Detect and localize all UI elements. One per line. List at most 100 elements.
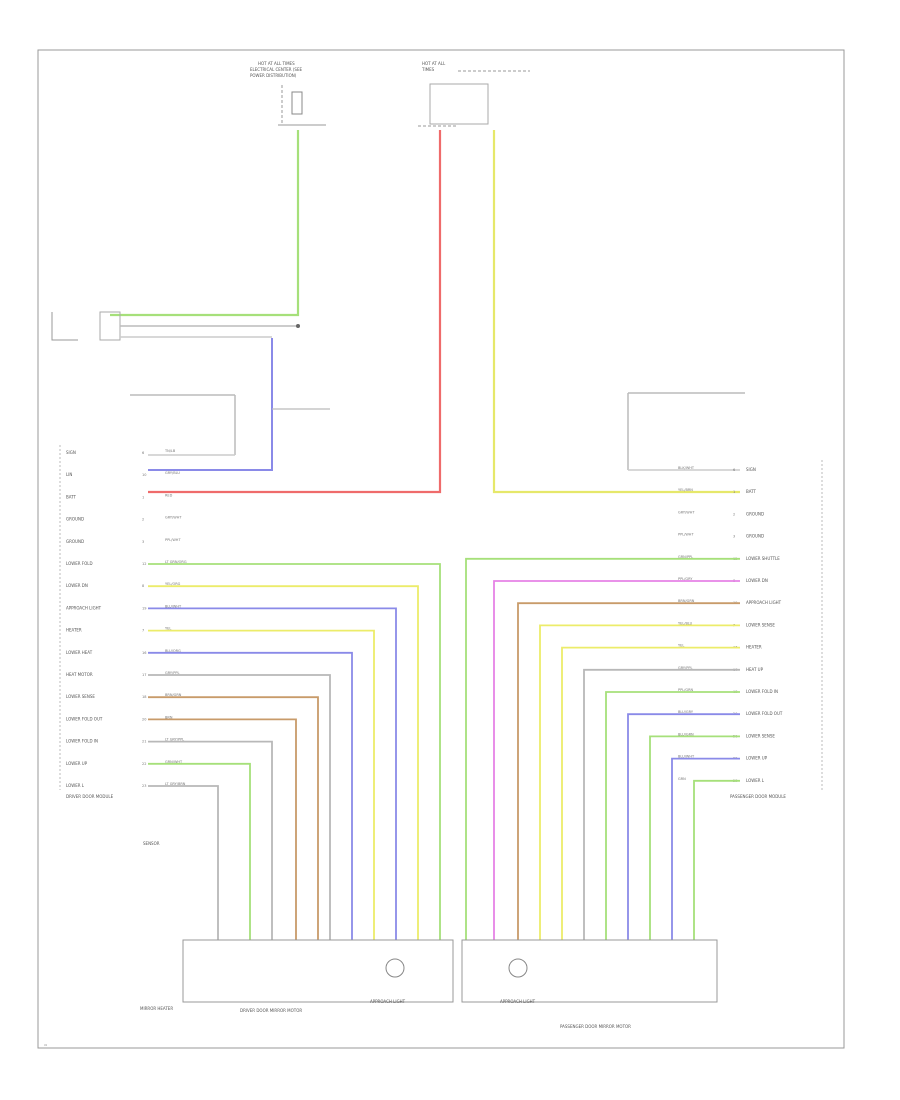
passenger-wire-code: BLU/WHT	[678, 755, 695, 759]
page-marker: ▭	[44, 1043, 47, 1047]
driver-wire-code: YEL	[165, 627, 171, 631]
driver-wire	[148, 785, 219, 940]
passenger-approach-label: APPROACH LIGHT	[500, 999, 536, 1004]
passenger-wire-code: GRY/WHT	[678, 510, 695, 514]
passenger-wire-code: GRY/PPL	[678, 666, 692, 670]
passenger-wire-code: YEL/BLU	[678, 621, 693, 625]
passenger-pin-label: LOWER L	[746, 778, 765, 783]
driver-wire-code: PPL/WHT	[165, 538, 181, 542]
passenger-module-pins: SIGN6BLK/WHTBATT1YEL/BRNGROUND2GRY/WHTGR…	[678, 466, 783, 783]
passenger-pin-label: LOWER DN	[746, 578, 768, 583]
right-switch-area	[627, 392, 745, 471]
passenger-wire-code: GRN/PPL	[678, 555, 693, 559]
passenger-wire	[583, 668, 740, 940]
driver-pin-label: HEAT MOTOR	[66, 672, 93, 677]
driver-pin-label: HEATER	[66, 628, 82, 633]
passenger-wire-code: BLU/GRY	[678, 710, 694, 714]
driver-pin-num: 6	[142, 451, 144, 455]
passenger-pin-num: 1	[733, 490, 735, 494]
passenger-pin-label: APPROACH LIGHT	[746, 600, 782, 605]
driver-pin-num: 7	[142, 629, 144, 633]
driver-pin-label: LOWER UP	[66, 761, 88, 766]
driver-pin-label: APPROACH LIGHT	[66, 605, 102, 610]
driver-pin-8: HEATER 7 YEL	[66, 627, 171, 633]
driver-wire	[148, 629, 375, 940]
driver-pin-label: LOWER FOLD OUT	[66, 716, 103, 721]
fuse-block-mid: HOT AT ALL TIMES	[418, 61, 530, 127]
passenger-pin-label: LOWER FOLD IN	[746, 689, 778, 694]
passenger-pin-label: HEAT UP	[746, 667, 764, 672]
driver-wire	[148, 740, 273, 940]
driver-pin-0: SIGN 6 TN/LB	[66, 449, 176, 455]
passenger-mirror-motor: PASSENGER DOOR MIRROR MOTOR APPROACH LIG…	[461, 939, 718, 1029]
driver-pin-num: 17	[142, 673, 146, 677]
diagram-frame	[37, 49, 845, 1049]
passenger-pin-label: HEATER	[746, 645, 762, 650]
header-line-1: HOT AT ALL TIMES	[258, 61, 295, 66]
passenger-wire-code: PPL/WHT	[678, 533, 694, 537]
supply-wires	[110, 130, 740, 494]
driver-wire-code: BLU/WHT	[165, 604, 182, 608]
driver-wire-code: TN/LB	[164, 449, 176, 453]
passenger-pin-label: GROUND	[746, 534, 764, 539]
passenger-pin-label: LOWER FOLD OUT	[746, 711, 783, 716]
driver-pin-label: GROUND	[66, 517, 84, 522]
driver-pin-num: 18	[142, 695, 146, 699]
driver-motor-label: DRIVER DOOR MIRROR MOTOR	[240, 1008, 302, 1013]
passenger-wire	[627, 713, 740, 940]
passenger-wire	[539, 624, 740, 940]
driver-pin-label: LOWER SENSE	[66, 694, 95, 699]
passenger-pin-label: LOWER SHUTTLE	[746, 556, 780, 561]
driver-pin-num: 21	[142, 740, 146, 744]
sensor-label: SENSOR	[143, 841, 160, 846]
passenger-pin-num: 3	[733, 535, 735, 539]
passenger-wire-code: PPL/GRN	[678, 688, 693, 692]
passenger-motor-label: PASSENGER DOOR MIRROR MOTOR	[560, 1024, 631, 1029]
driver-pin-label: BATT	[66, 494, 77, 499]
driver-pin-num: 20	[142, 717, 146, 721]
driver-wire-code: YEL/ORG	[165, 582, 181, 586]
driver-pin-label: LOWER FOLD IN	[66, 739, 98, 744]
driver-pin-label: LOWER FOLD	[66, 561, 93, 566]
passenger-wire	[605, 691, 740, 940]
driver-wire-code: GRY/WHT	[165, 516, 182, 520]
header-line-3: POWER DISTRIBUTION)	[250, 73, 297, 78]
header-line-2: ELECTRICAL CENTER (SEE	[250, 67, 302, 72]
passenger-wire	[693, 779, 740, 940]
driver-pin-2: BATT 1 RED	[66, 493, 173, 499]
passenger-wire	[493, 580, 740, 940]
driver-pin-label: LOWER DN	[66, 583, 88, 588]
driver-pin-num: 22	[142, 762, 146, 766]
driver-pin-label: LIN	[66, 472, 72, 477]
passenger-wire-code: BRN/GRN	[678, 599, 695, 603]
driver-wire-code: GRN/WHT	[165, 760, 183, 764]
driver-wire-code: RED	[165, 493, 173, 497]
passenger-wire	[465, 557, 740, 940]
driver-pin-num: 1	[142, 495, 144, 499]
fuse-block-left: HOT AT ALL TIMES ELECTRICAL CENTER (SEE …	[250, 61, 326, 126]
driver-module-title: DRIVER DOOR MODULE	[66, 794, 114, 799]
passenger-module-title: PASSENGER DOOR MODULE	[730, 794, 786, 799]
driver-pin-num: 19	[142, 606, 146, 610]
passenger-wire-code: PPL/GRY	[678, 577, 693, 581]
driver-pin-label: SIGN	[66, 450, 76, 455]
passenger-wire-code: YEL	[678, 644, 684, 648]
passenger-wire	[649, 735, 740, 940]
mid-header-1: HOT AT ALL	[422, 61, 446, 66]
mid-header-2: TIMES	[421, 67, 435, 72]
driver-wire-code: GRY/PPL	[165, 671, 179, 675]
driver-wire-code: GRY/BLU	[165, 471, 180, 475]
